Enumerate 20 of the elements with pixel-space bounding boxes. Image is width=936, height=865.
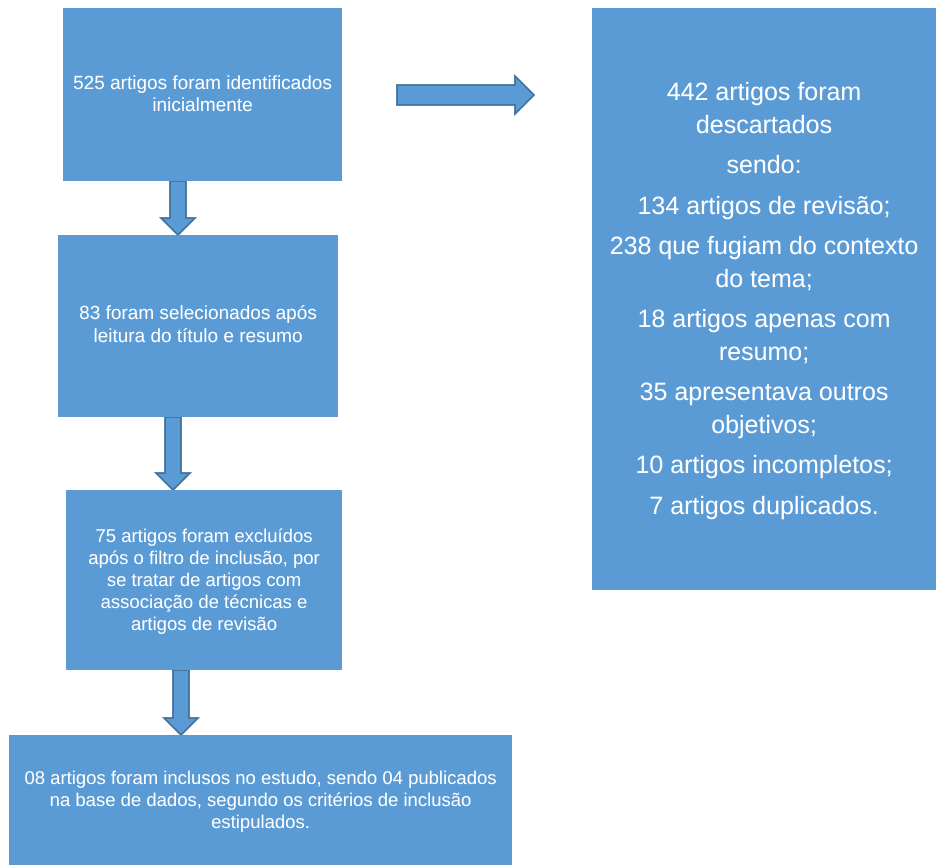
box-text: 35 apresentava outros objetivos; [638,377,890,440]
box-text: 10 artigos incompletos; [635,450,893,481]
process-box [9,735,512,865]
box-text: sendo: [726,150,802,181]
box-text: 134 artigos de revisão; [638,190,890,222]
process-box [66,490,342,670]
process-box [58,235,338,417]
block-arrow [154,416,192,492]
box-text: 83 foram selecionados após leitura do título e resumo [78,303,318,349]
box-text: 18 artigos apenas com resumo; [636,304,892,368]
block-arrow [158,180,198,236]
process-box [63,8,342,181]
box-text: 08 artigos foram inclusos no estudo, sendo 04 publicados na base de dados, segundo os critérios de inclusão estipulados. [23,766,498,834]
block-arrow [162,669,200,736]
box-text: 7 artigos duplicados. [649,490,879,522]
box-text: 75 artigos foram excluídos após o filtro de inclusão, por se tratar de artigos com associação de técnicas e artigos de revisão [87,524,321,636]
box-text: 525 artigos foram identificados inicialmente [73,72,332,116]
box-text: 238 que fugiam do contexto do tema; [608,231,920,294]
block-arrow [396,74,536,116]
process-box [592,8,936,590]
